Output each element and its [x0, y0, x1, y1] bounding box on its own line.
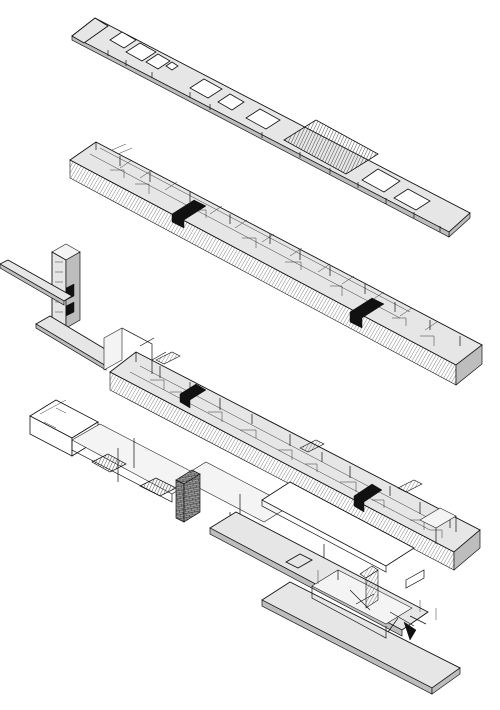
roof-opening	[189, 78, 223, 99]
roof-opening	[109, 31, 137, 49]
roof-opening	[393, 188, 431, 211]
roof-opening	[217, 93, 245, 111]
roof-opening	[145, 53, 171, 70]
roof-opening	[361, 168, 401, 193]
main-floor	[103, 327, 481, 571]
stair-tower	[51, 243, 81, 329]
bridge-walkway	[0, 259, 121, 371]
ground-level	[29, 399, 461, 695]
upper-floor	[69, 141, 483, 386]
roof-opening	[125, 42, 157, 62]
roof-opening	[165, 61, 179, 71]
roof-opening	[245, 108, 281, 130]
roof-slab	[71, 17, 471, 238]
